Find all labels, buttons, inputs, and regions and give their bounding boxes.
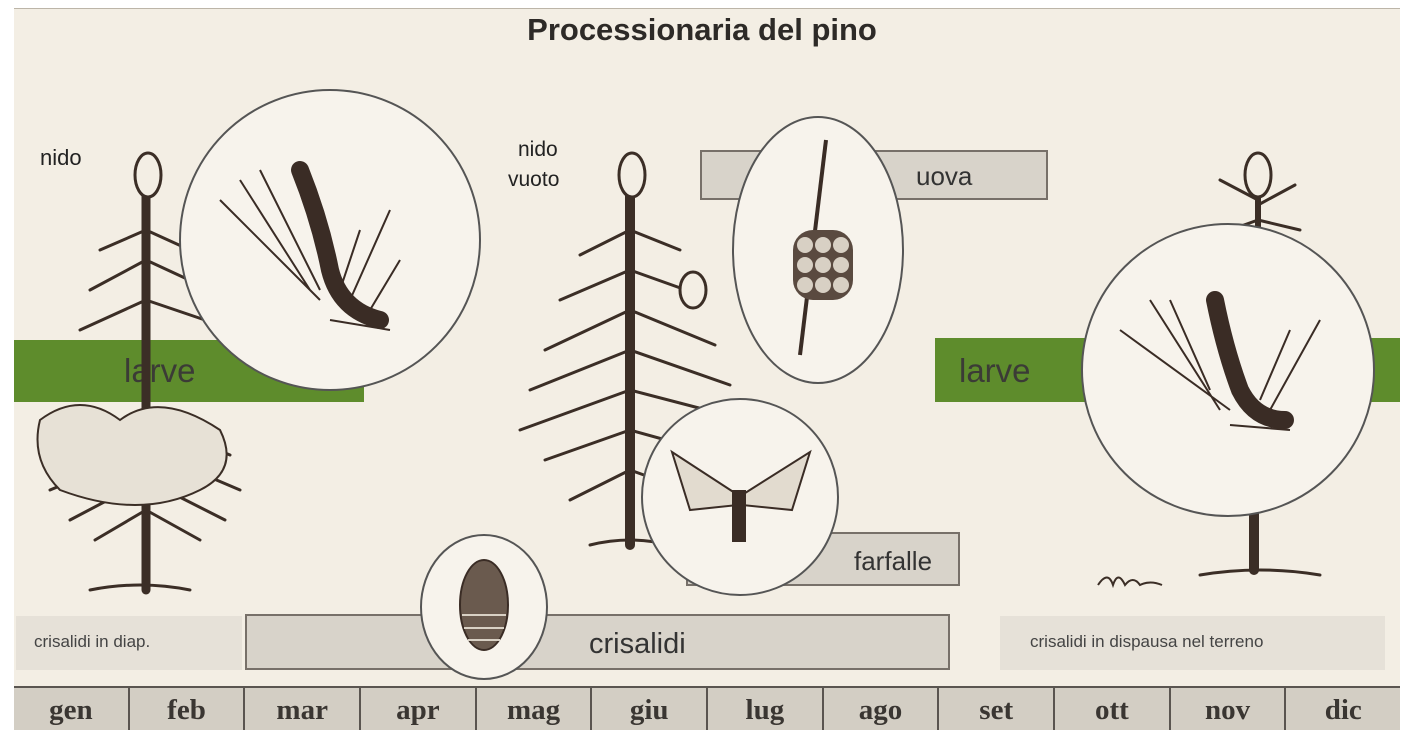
nest-icon-right	[1245, 153, 1271, 197]
month-cell: feb	[130, 688, 246, 730]
month-cell: gen	[14, 688, 130, 730]
month-cell: lug	[708, 688, 824, 730]
eggs-oval	[733, 117, 903, 383]
nest-icon-left	[135, 153, 161, 197]
month-cell: ago	[824, 688, 940, 730]
month-axis: gen feb mar apr mag giu lug ago set ott …	[14, 686, 1400, 730]
moth-circle	[642, 399, 838, 595]
artist-signature	[1098, 578, 1162, 586]
larva-circle-right	[1082, 224, 1374, 516]
empty-nest-icon-2	[680, 272, 706, 308]
month-cell: mag	[477, 688, 593, 730]
month-cell: giu	[592, 688, 708, 730]
month-cell: nov	[1171, 688, 1287, 730]
month-cell: apr	[361, 688, 477, 730]
nido-vuoto-label-2: vuoto	[508, 168, 559, 191]
nido-vuoto-label-1: nido	[518, 138, 558, 161]
month-cell: mar	[245, 688, 361, 730]
month-cell: dic	[1286, 688, 1400, 730]
larva-circle-left	[180, 90, 480, 390]
nido-label: nido	[40, 146, 82, 170]
month-cell: set	[939, 688, 1055, 730]
month-cell: ott	[1055, 688, 1171, 730]
pupa-circle	[421, 535, 547, 679]
empty-nest-icon	[619, 153, 645, 197]
